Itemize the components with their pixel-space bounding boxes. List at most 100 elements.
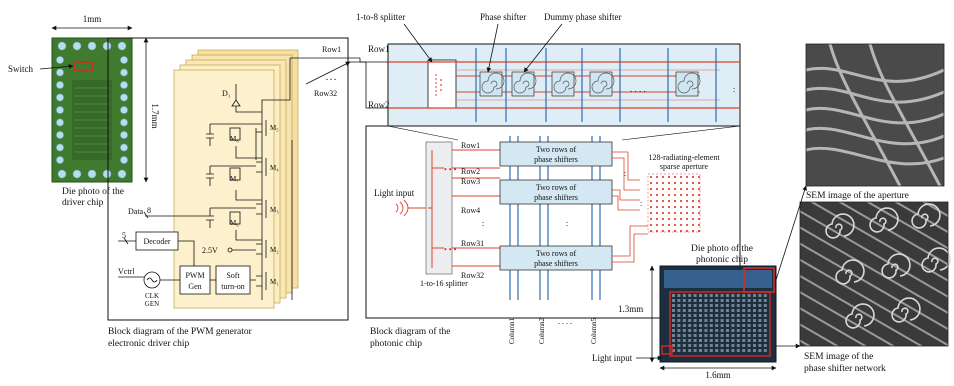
die-cell (699, 319, 702, 322)
die-cell (758, 339, 761, 342)
die-cell (764, 304, 767, 307)
bond-pad (56, 144, 63, 151)
die-cell (764, 309, 767, 312)
die-cell (742, 349, 745, 352)
die-cell (715, 294, 718, 297)
die-cell (672, 324, 675, 327)
die-cell (726, 339, 729, 342)
die-cell (715, 309, 718, 312)
die-cell (721, 329, 724, 332)
row-label-32: Row32 (461, 271, 484, 280)
die-cell (764, 339, 767, 342)
col-vdots: : (566, 219, 568, 228)
die-cell (672, 319, 675, 322)
die-cell (737, 329, 740, 332)
die-cell (737, 294, 740, 297)
two-rows-label-line2: phase shifters (534, 155, 578, 164)
die-cell (710, 324, 713, 327)
die-cell (715, 324, 718, 327)
die-cell (710, 304, 713, 307)
two-rows-label-line2: phase shifters (534, 259, 578, 268)
die-cell (721, 309, 724, 312)
die-cell (742, 324, 745, 327)
die-cell (721, 319, 724, 322)
dummy-phase-shifter-label: Dummy phase shifter (544, 12, 621, 22)
two-rows-label-line1: Two rows of (536, 145, 577, 154)
bond-pad (118, 42, 126, 50)
bond-pad (120, 144, 127, 151)
die-cell (688, 324, 691, 327)
die-cell (726, 324, 729, 327)
two-rows-box: Two rows ofphase shifters (500, 142, 612, 166)
die-cell (715, 349, 718, 352)
sem-network-caption-line2: phase shifter network (804, 363, 886, 374)
die-cell (742, 339, 745, 342)
die-cell (721, 339, 724, 342)
die-cell (704, 329, 707, 332)
die-cell (699, 304, 702, 307)
die-cell (731, 304, 734, 307)
die-cell (758, 304, 761, 307)
die-cell (694, 339, 697, 342)
die-cell (677, 319, 680, 322)
die-cell (694, 304, 697, 307)
bond-pad (56, 69, 63, 76)
die-cell (704, 344, 707, 347)
die-cell (753, 329, 756, 332)
pdie-width-label: 1.6mm (705, 370, 730, 380)
die-cell (677, 314, 680, 317)
sem-aperture-caption: SEM image of the aperture (806, 190, 909, 201)
die-cell (688, 339, 691, 342)
bond-pad (120, 56, 127, 63)
die-cell (699, 344, 702, 347)
die-cell (699, 299, 702, 302)
decoder-label: Decoder (143, 237, 170, 246)
die-cell (683, 304, 686, 307)
die-cell (672, 334, 675, 337)
die-cell (758, 329, 761, 332)
die-cell (731, 329, 734, 332)
die-cell (683, 334, 686, 337)
die-cell (688, 299, 691, 302)
die-cell (731, 299, 734, 302)
die-cell (677, 329, 680, 332)
die-cell (721, 324, 724, 327)
die-cell (683, 324, 686, 327)
die-cell (764, 314, 767, 317)
sem-aperture-image (806, 44, 944, 186)
die-cell (694, 334, 697, 337)
bond-pad (56, 106, 63, 113)
die-cell (748, 304, 751, 307)
m3-label: M₃ (270, 206, 279, 214)
phase-shifter-label: Phase shifter (480, 12, 526, 22)
column1-label: Column1 (508, 317, 516, 344)
die-cell (758, 344, 761, 347)
phase-shifter-box (590, 72, 614, 96)
die-cell (742, 304, 745, 307)
detail-dots: . . . . (630, 84, 646, 94)
aperture-vdots-2: : (640, 199, 642, 208)
die-cell (688, 344, 691, 347)
die-cell (715, 344, 718, 347)
two-rows-label-line2: phase shifters (534, 193, 578, 202)
bond-pad (73, 42, 81, 50)
m7-label: M₇ (230, 175, 239, 183)
pwm-gen-line1: PWM (185, 271, 204, 280)
pwm-caption-line1: Block diagram of the PWM generator (108, 326, 253, 337)
m2-label: M₂ (270, 246, 279, 254)
aperture-label-line1: 128-radiating-element (648, 153, 720, 162)
die-cell (721, 314, 724, 317)
die-cell (758, 314, 761, 317)
two-rows-label-line1: Two rows of (536, 249, 577, 258)
die-cell (753, 324, 756, 327)
die-cell (677, 299, 680, 302)
m1-label: M₁ (270, 278, 279, 286)
die-cell (753, 309, 756, 312)
die-cell (710, 344, 713, 347)
die-cell (710, 334, 713, 337)
die-cell (710, 319, 713, 322)
bond-pad (103, 42, 111, 50)
die-cell (758, 294, 761, 297)
column-dots: . . . . (558, 317, 572, 326)
